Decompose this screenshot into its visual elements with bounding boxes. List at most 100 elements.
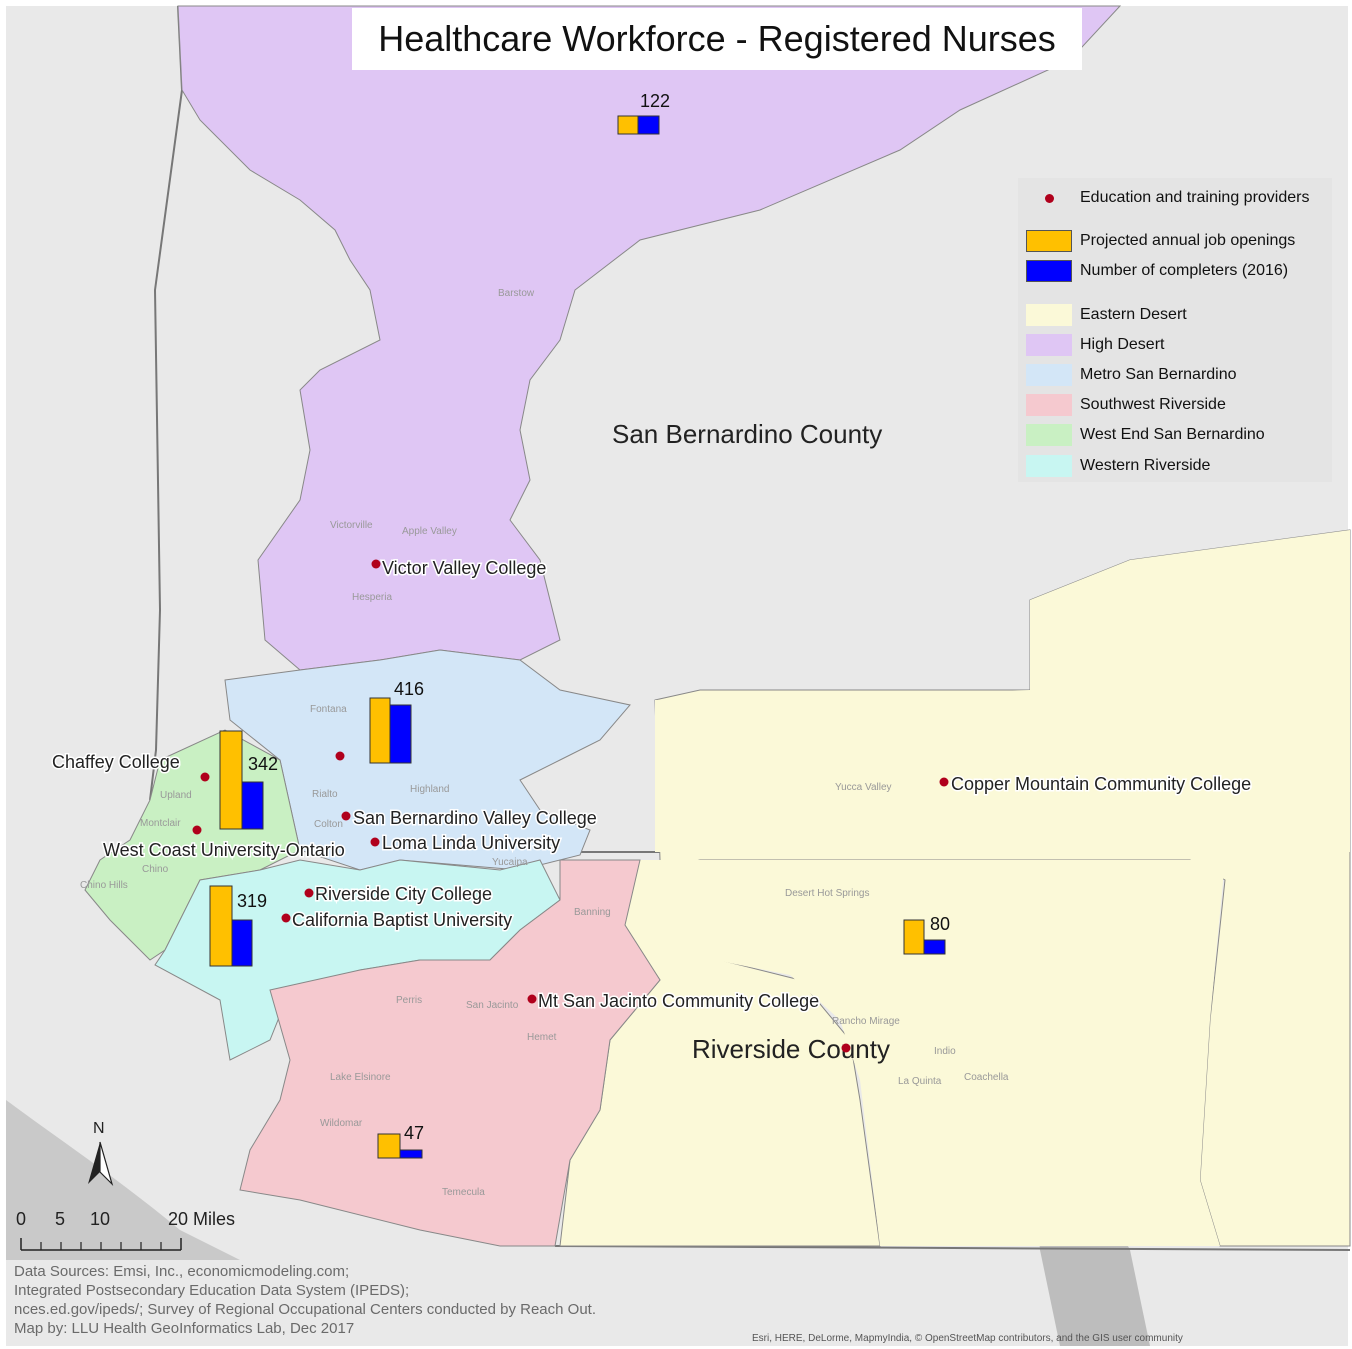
place-name: Highland bbox=[410, 784, 449, 795]
place-name: Barstow bbox=[498, 288, 535, 299]
provider-dot bbox=[200, 772, 210, 782]
region-metro-san-bernardino bbox=[224, 649, 631, 871]
place-names: Hesperia Victorville Apple Valley Upland… bbox=[80, 288, 1009, 1198]
place-name: Hesperia bbox=[352, 592, 392, 603]
scale-tick-5: 5 bbox=[55, 1209, 65, 1229]
legend-row-western-riverside: Western Riverside bbox=[1026, 454, 1210, 478]
legend-label-region: Eastern Desert bbox=[1080, 306, 1187, 323]
legend: Education and training providers Project… bbox=[1018, 178, 1332, 482]
legend-swatch-eastern-desert bbox=[1026, 304, 1072, 326]
provider-dot bbox=[335, 751, 345, 761]
provider-label-loma-linda: Loma Linda University bbox=[382, 833, 560, 853]
north-arrow: N bbox=[88, 1120, 114, 1187]
place-name: Banning bbox=[574, 907, 611, 918]
bar-symbol-western-riverside bbox=[209, 885, 253, 967]
bar-label-metro-sb: 416 bbox=[394, 679, 424, 699]
provider-dot bbox=[939, 777, 949, 787]
legend-label-openings: Projected annual job openings bbox=[1080, 232, 1296, 249]
legend-row-eastern-desert: Eastern Desert bbox=[1026, 303, 1187, 327]
bar-label-high-desert: 122 bbox=[640, 91, 670, 111]
provider-label-sbvc: San Bernardino Valley College bbox=[353, 808, 597, 828]
provider-dot bbox=[841, 1043, 851, 1053]
provider-dot bbox=[341, 811, 351, 821]
provider-dot bbox=[370, 837, 380, 847]
place-name: Rancho Mirage bbox=[832, 1016, 900, 1027]
legend-label-providers: Education and training providers bbox=[1080, 189, 1310, 206]
scale-tick-10: 10 bbox=[90, 1209, 110, 1229]
legend-row-west-end: West End San Bernardino bbox=[1026, 423, 1265, 447]
note-line: nces.ed.gov/ipeds/; Survey of Regional O… bbox=[14, 1301, 597, 1318]
place-name: Colton bbox=[314, 819, 343, 830]
legend-label-completers: Number of completers (2016) bbox=[1080, 262, 1289, 279]
bar-label-west-end: 342 bbox=[248, 754, 278, 774]
place-name: Yucaipa bbox=[492, 857, 528, 868]
place-name: Montclair bbox=[140, 818, 181, 829]
county-label-san-bernardino: San Bernardino County bbox=[612, 419, 882, 449]
note-line: Integrated Postsecondary Education Data … bbox=[14, 1282, 410, 1299]
place-name: Yucca Valley bbox=[835, 782, 892, 793]
provider-label-riverside-city: Riverside City College bbox=[315, 884, 492, 904]
bar-symbol-high-desert bbox=[617, 115, 660, 135]
place-name: Temecula bbox=[442, 1187, 485, 1198]
place-name: Desert Hot Springs bbox=[785, 888, 869, 899]
legend-swatch-metro-sb bbox=[1026, 364, 1072, 386]
place-name: Perris bbox=[396, 995, 422, 1006]
bar-symbol-west-end bbox=[219, 730, 264, 830]
legend-label-region: Western Riverside bbox=[1080, 457, 1211, 474]
bar-label-western-riverside: 319 bbox=[237, 891, 267, 911]
provider-label-mt-san-jacinto: Mt San Jacinto Community College bbox=[538, 991, 819, 1011]
scale-tick-max: 20 Miles bbox=[168, 1209, 235, 1229]
legend-row-metro-sb: Metro San Bernardino bbox=[1026, 363, 1237, 387]
note-line: Map by: LLU Health GeoInformatics Lab, D… bbox=[14, 1320, 355, 1337]
region-eastern-desert-south bbox=[625, 860, 1225, 1246]
place-name: Rialto bbox=[312, 789, 338, 800]
north-arrow-left bbox=[88, 1142, 100, 1184]
place-name: Hemet bbox=[527, 1032, 557, 1043]
legend-swatch-openings bbox=[1026, 230, 1072, 252]
legend-label-region: High Desert bbox=[1080, 336, 1165, 353]
bar-symbol-metro-san-bernardino bbox=[369, 697, 412, 764]
provider-dots bbox=[192, 559, 949, 1053]
provider-label-copper-mountain: Copper Mountain Community College bbox=[951, 774, 1251, 794]
place-name: Lake Elsinore bbox=[330, 1072, 391, 1083]
provider-label-cal-baptist: California Baptist University bbox=[292, 910, 512, 930]
scale-bar: 0 5 10 20 Miles bbox=[16, 1209, 235, 1251]
region-eastern-desert-north bbox=[655, 530, 1350, 852]
legend-row-completers: Number of completers (2016) bbox=[1026, 259, 1288, 283]
legend-swatch-completers bbox=[1026, 260, 1072, 282]
bar-label-southwest-riverside: 47 bbox=[404, 1123, 424, 1143]
provider-dot bbox=[304, 888, 314, 898]
provider-labels: Victor Valley College Chaffey College Sa… bbox=[51, 557, 1253, 1013]
county-boundary-south bbox=[554, 1245, 1351, 1251]
place-name: San Jacinto bbox=[466, 1000, 519, 1011]
legend-row-openings: Projected annual job openings bbox=[1026, 229, 1295, 253]
bar-symbol-eastern-desert bbox=[903, 919, 946, 955]
provider-dot bbox=[527, 994, 537, 1004]
place-name: Chino Hills bbox=[80, 880, 128, 891]
provider-label-west-coast: West Coast University-Ontario bbox=[103, 840, 345, 860]
provider-label-victor-valley: Victor Valley College bbox=[382, 558, 546, 578]
legend-row-southwest-riverside: Southwest Riverside bbox=[1026, 393, 1226, 417]
north-label: N bbox=[93, 1120, 105, 1137]
scale-tick-0: 0 bbox=[16, 1209, 26, 1229]
legend-symbol-provider bbox=[1026, 187, 1072, 209]
bar-label-eastern-desert: 80 bbox=[930, 914, 950, 934]
map-title: Healthcare Workforce - Registered Nurses bbox=[378, 18, 1056, 59]
legend-swatch-western-riverside bbox=[1026, 455, 1072, 477]
basemap-attribution: Esri, HERE, DeLorme, MapmyIndia, © OpenS… bbox=[752, 1333, 1183, 1344]
ocean-shade bbox=[6, 1100, 240, 1260]
bar-symbol-southwest-riverside bbox=[377, 1133, 423, 1159]
legend-swatch-southwest-riverside bbox=[1026, 394, 1072, 416]
place-name: Coachella bbox=[964, 1072, 1009, 1083]
legend-label-region: Metro San Bernardino bbox=[1080, 366, 1237, 383]
place-name: Victorville bbox=[330, 520, 373, 531]
legend-label-region: Southwest Riverside bbox=[1080, 396, 1226, 413]
legend-row-high-desert: High Desert bbox=[1026, 333, 1164, 357]
region-southwest-riverside bbox=[239, 859, 661, 1247]
legend-label-region: West End San Bernardino bbox=[1080, 426, 1265, 443]
provider-dot bbox=[371, 559, 381, 569]
place-name: Wildomar bbox=[320, 1118, 363, 1129]
provider-dot bbox=[192, 825, 202, 835]
note-line: Data Sources: Emsi, Inc., economicmodeli… bbox=[14, 1263, 350, 1280]
north-arrow-right bbox=[99, 1141, 114, 1187]
